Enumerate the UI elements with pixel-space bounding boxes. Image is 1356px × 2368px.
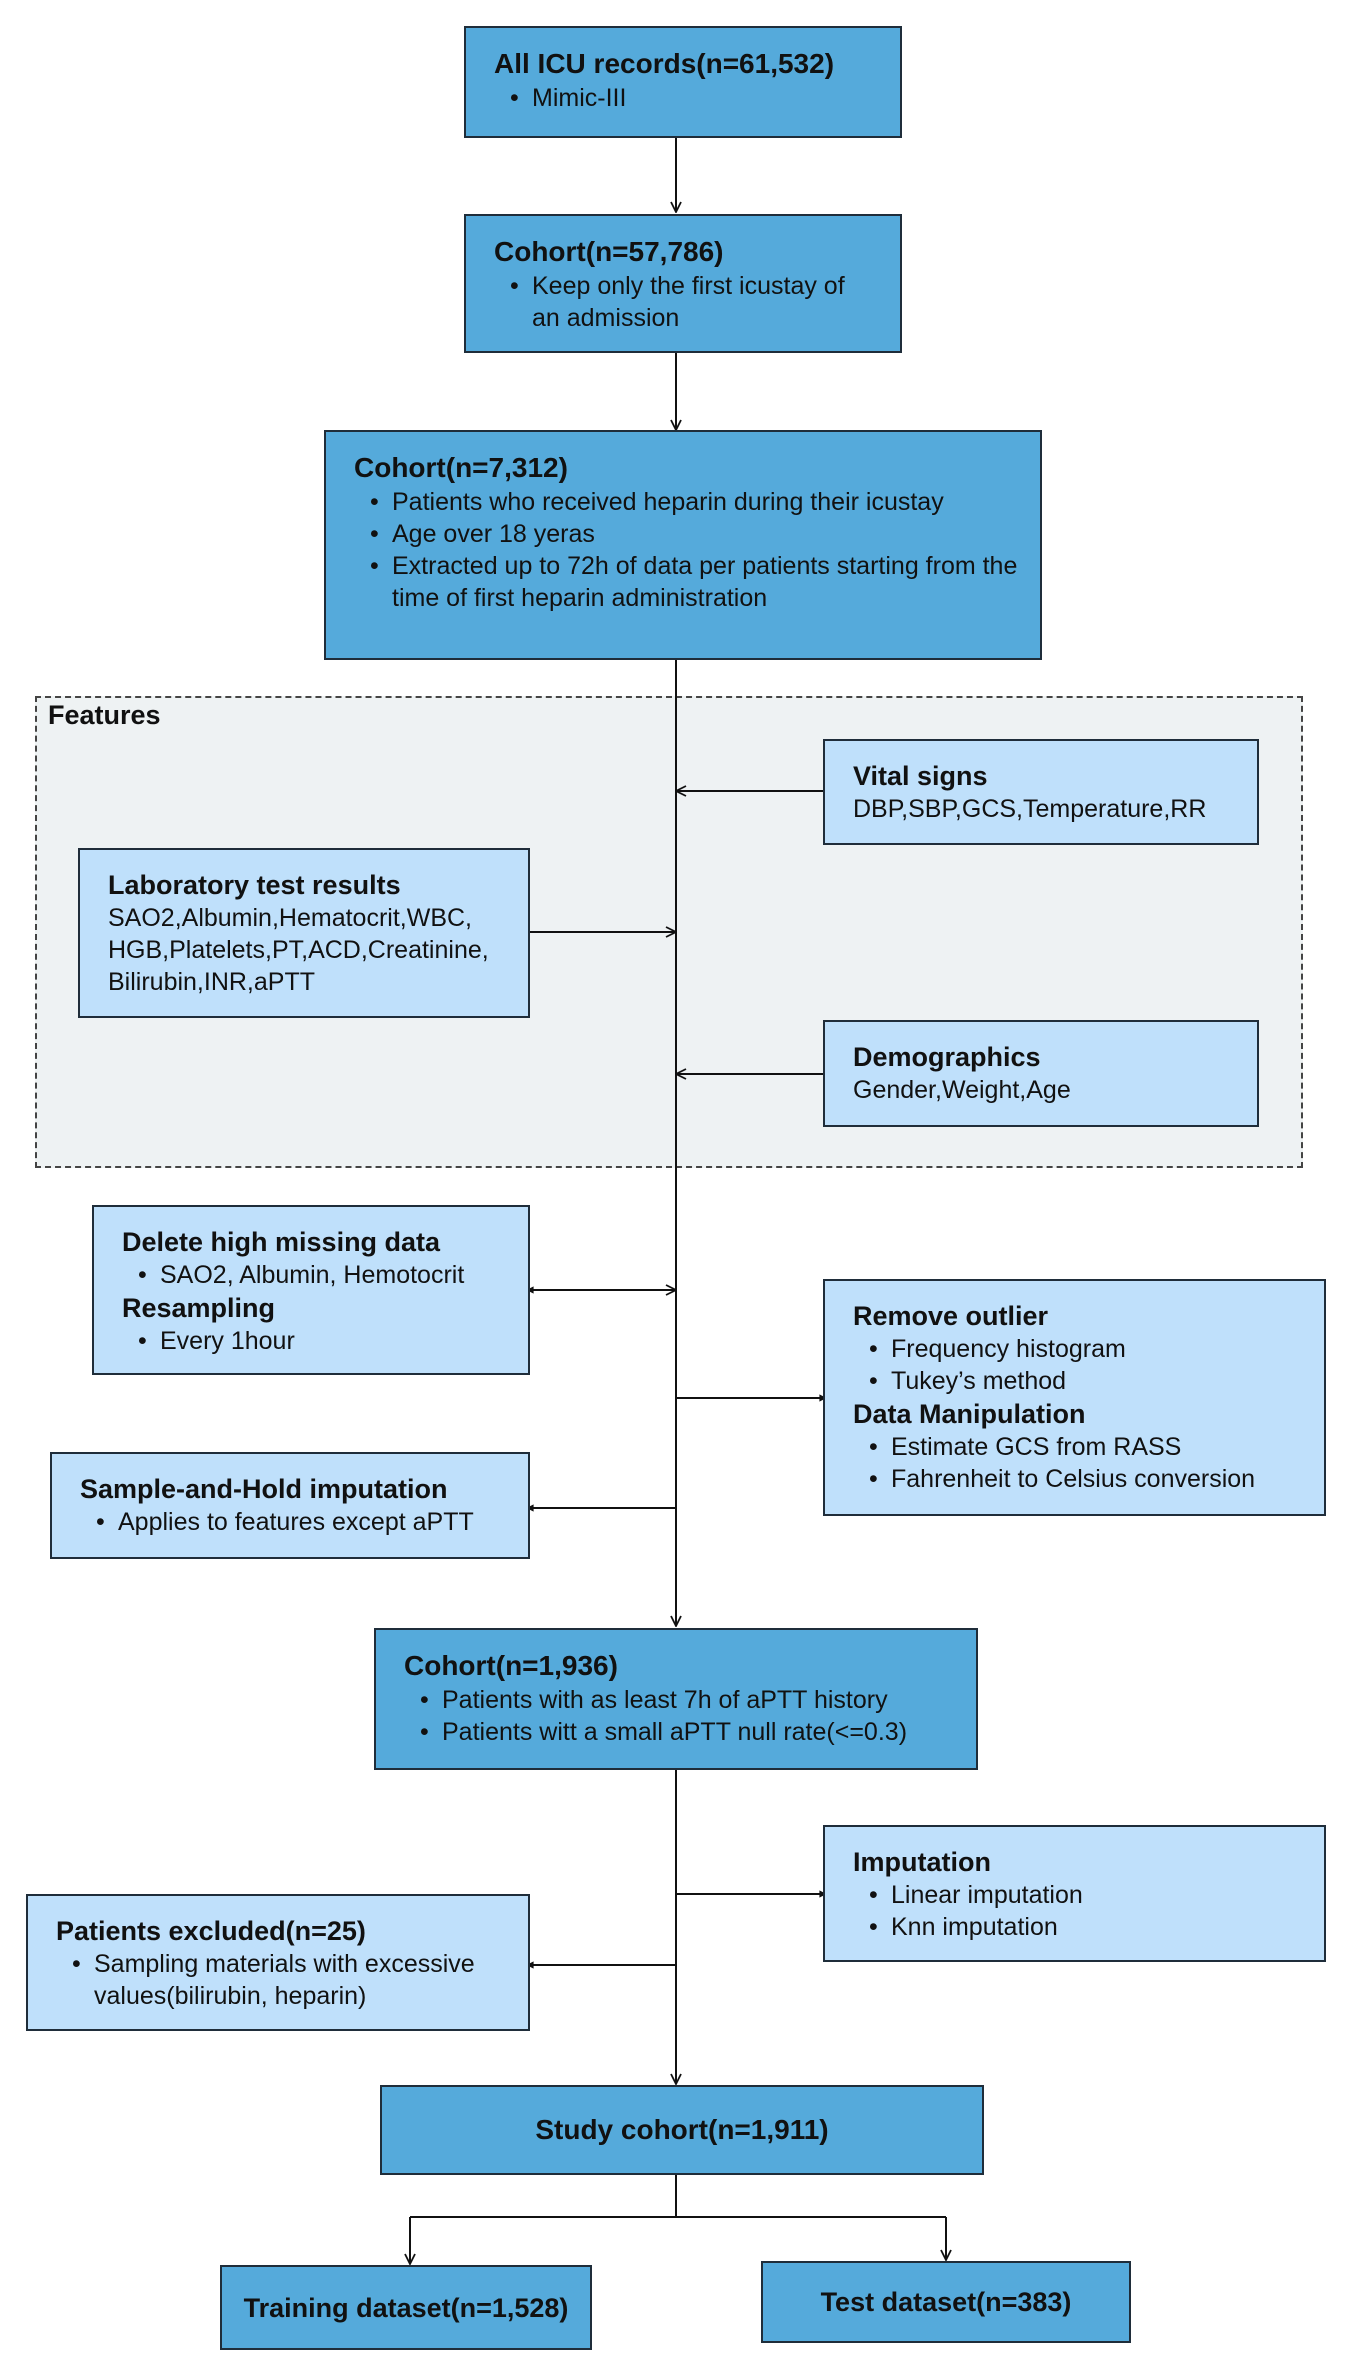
node-cohort-57786: Cohort(n=57,786) Keep only the first icu… (464, 214, 902, 353)
node-test-dataset: Test dataset(n=383) (761, 2261, 1131, 2343)
node-cohort-7312: Cohort(n=7,312) Patients who received he… (324, 430, 1042, 660)
node-training-dataset: Training dataset(n=1,528) (220, 2265, 592, 2350)
bullet-item: Patients who received heparin during the… (364, 486, 1018, 518)
bullet-item: Linear imputation (863, 1879, 1302, 1911)
bullet-item: Patients with as least 7h of aPTT histor… (414, 1684, 954, 1716)
bullet-item: Tukey’s method (863, 1365, 1302, 1397)
bullet-item: Extracted up to 72h of data per patients… (364, 550, 1018, 614)
node-title: Sample-and-Hold imputation (80, 1474, 448, 1504)
node-study-cohort: Study cohort(n=1,911) (380, 2085, 984, 2175)
node-text-line: HGB,Platelets,PT,ACD,Creatinine, (108, 936, 489, 964)
node-title: Delete high missing data (122, 1227, 441, 1257)
node-title: Study cohort(n=1,911) (535, 2114, 829, 2145)
node-title: Vital signs (853, 761, 988, 791)
node-all-icu-records: All ICU records(n=61,532) Mimic-III (464, 26, 902, 138)
node-text-line: SAO2,Albumin,Hematocrit,WBC, (108, 904, 472, 932)
node-text-line: Bilirubin,INR,aPTT (108, 968, 315, 996)
node-title: Cohort(n=7,312) (354, 452, 568, 483)
node-remove-outlier-manipulation: Remove outlier Frequency histogram Tukey… (823, 1279, 1326, 1516)
bullet-item: SAO2, Albumin, Hemotocrit (132, 1259, 506, 1291)
node-title: All ICU records(n=61,532) (494, 48, 835, 79)
bullet-item: Fahrenheit to Celsius conversion (863, 1463, 1302, 1495)
node-laboratory-tests: Laboratory test results SAO2,Albumin,Hem… (78, 848, 530, 1018)
node-imputation: Imputation Linear imputation Knn imputat… (823, 1825, 1326, 1962)
bullet-item: Estimate GCS from RASS (863, 1431, 1302, 1463)
features-label: Features (48, 700, 161, 730)
node-title: Laboratory test results (108, 870, 401, 900)
bullet-item: Keep only the first icustay of an admiss… (504, 270, 878, 334)
node-demographics: Demographics Gender,Weight,Age (823, 1020, 1259, 1127)
bullet-item: Knn imputation (863, 1911, 1302, 1943)
node-patients-excluded: Patients excluded(n=25) Sampling materia… (26, 1894, 530, 2031)
node-delete-missing-resampling: Delete high missing data SAO2, Albumin, … (92, 1205, 530, 1375)
bullet-item: Sampling materials with excessive values… (66, 1948, 506, 2012)
node-title: Cohort(n=1,936) (404, 1650, 618, 1681)
node-subtitle: Resampling (122, 1293, 276, 1323)
node-text: DBP,SBP,GCS,Temperature,RR (853, 795, 1207, 823)
node-title: Remove outlier (853, 1301, 1049, 1331)
bullet-item: Age over 18 yeras (364, 518, 1018, 550)
node-vital-signs: Vital signs DBP,SBP,GCS,Temperature,RR (823, 739, 1259, 845)
bullet-item: Mimic-III (504, 82, 878, 114)
node-title: Test dataset(n=383) (820, 2287, 1072, 2317)
node-title: Cohort(n=57,786) (494, 236, 724, 267)
node-title: Patients excluded(n=25) (56, 1916, 366, 1946)
node-title: Imputation (853, 1847, 991, 1877)
node-sample-and-hold: Sample-and-Hold imputation Applies to fe… (50, 1452, 530, 1559)
node-cohort-1936: Cohort(n=1,936) Patients with as least 7… (374, 1628, 978, 1770)
bullet-item: Patients witt a small aPTT null rate(<=0… (414, 1716, 954, 1748)
node-text: Gender,Weight,Age (853, 1076, 1071, 1104)
node-title: Demographics (853, 1042, 1041, 1072)
node-subtitle: Data Manipulation (853, 1399, 1086, 1429)
node-title: Training dataset(n=1,528) (243, 2292, 569, 2323)
bullet-item: Applies to features except aPTT (90, 1506, 506, 1538)
bullet-item: Every 1hour (132, 1325, 506, 1357)
bullet-item: Frequency histogram (863, 1333, 1302, 1365)
